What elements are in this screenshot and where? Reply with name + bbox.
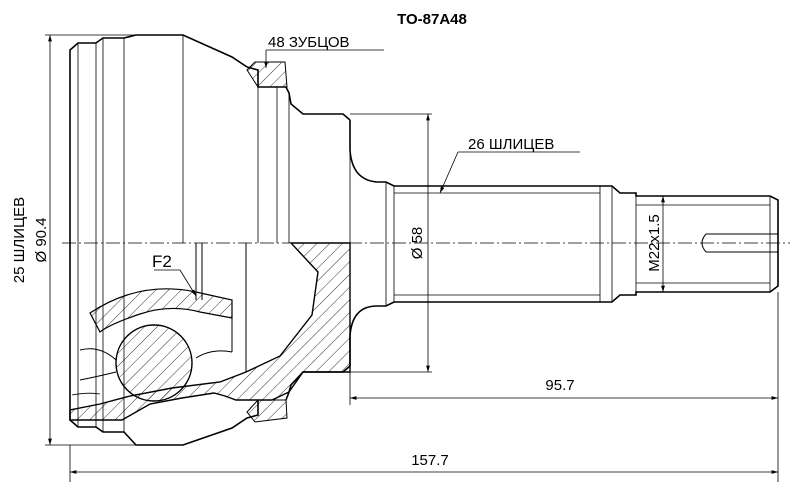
f2-callout: F2 xyxy=(152,252,197,297)
joint-section xyxy=(69,242,378,446)
shaft-diameter-label: Ø 58 xyxy=(409,227,426,260)
dim-outer-diameter: 25 ШЛИЦЕВ Ø 90.4 xyxy=(11,34,180,446)
teeth-label: 48 ЗУБЦОВ xyxy=(268,34,350,51)
splines-outer-label: 26 ШЛИЦЕВ xyxy=(468,136,554,153)
joint-housing xyxy=(69,34,378,243)
dim-total-length: 157.7 xyxy=(69,445,778,482)
splines-inner-label: 25 ШЛИЦЕВ xyxy=(11,197,28,283)
thread-label: M22x1.5 xyxy=(646,214,663,272)
outer-diameter-label: Ø 90.4 xyxy=(33,217,50,262)
dim-shaft-length: 95.7 xyxy=(349,292,779,482)
shaft-length-label: 95.7 xyxy=(545,377,574,394)
f2-label: F2 xyxy=(152,252,172,271)
tone-ring-bottom xyxy=(246,399,288,423)
drawing-title: TO-87A48 xyxy=(397,11,467,28)
dim-thread: M22x1.5 xyxy=(646,196,665,292)
teeth-callout: 48 ЗУБЦОВ xyxy=(264,34,384,68)
shaft xyxy=(377,181,779,307)
dim-shaft-diameter: Ø 58 xyxy=(350,113,432,373)
total-length-label: 157.7 xyxy=(411,452,449,469)
tone-ring-top xyxy=(246,61,288,88)
splines-outer-callout: 26 ШЛИЦЕВ xyxy=(439,136,580,194)
